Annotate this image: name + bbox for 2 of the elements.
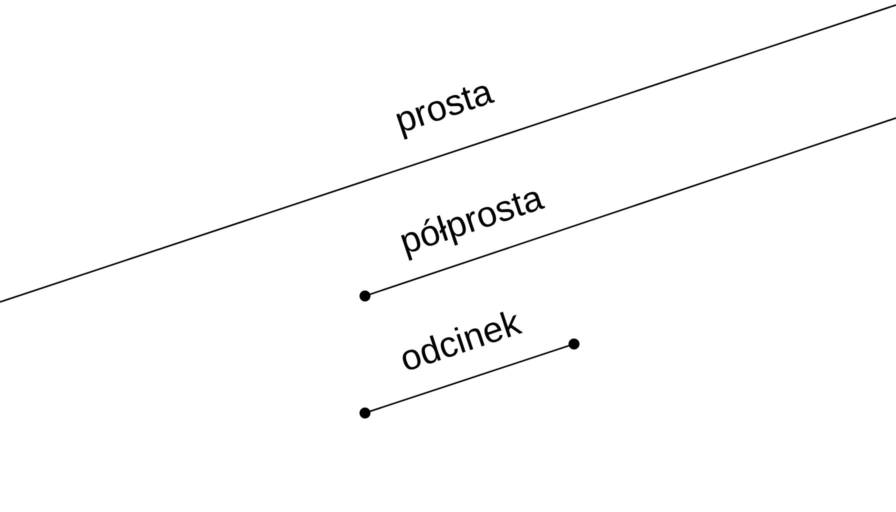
line-label: odcinek bbox=[402, 312, 523, 370]
line-label: prosta bbox=[396, 86, 495, 140]
